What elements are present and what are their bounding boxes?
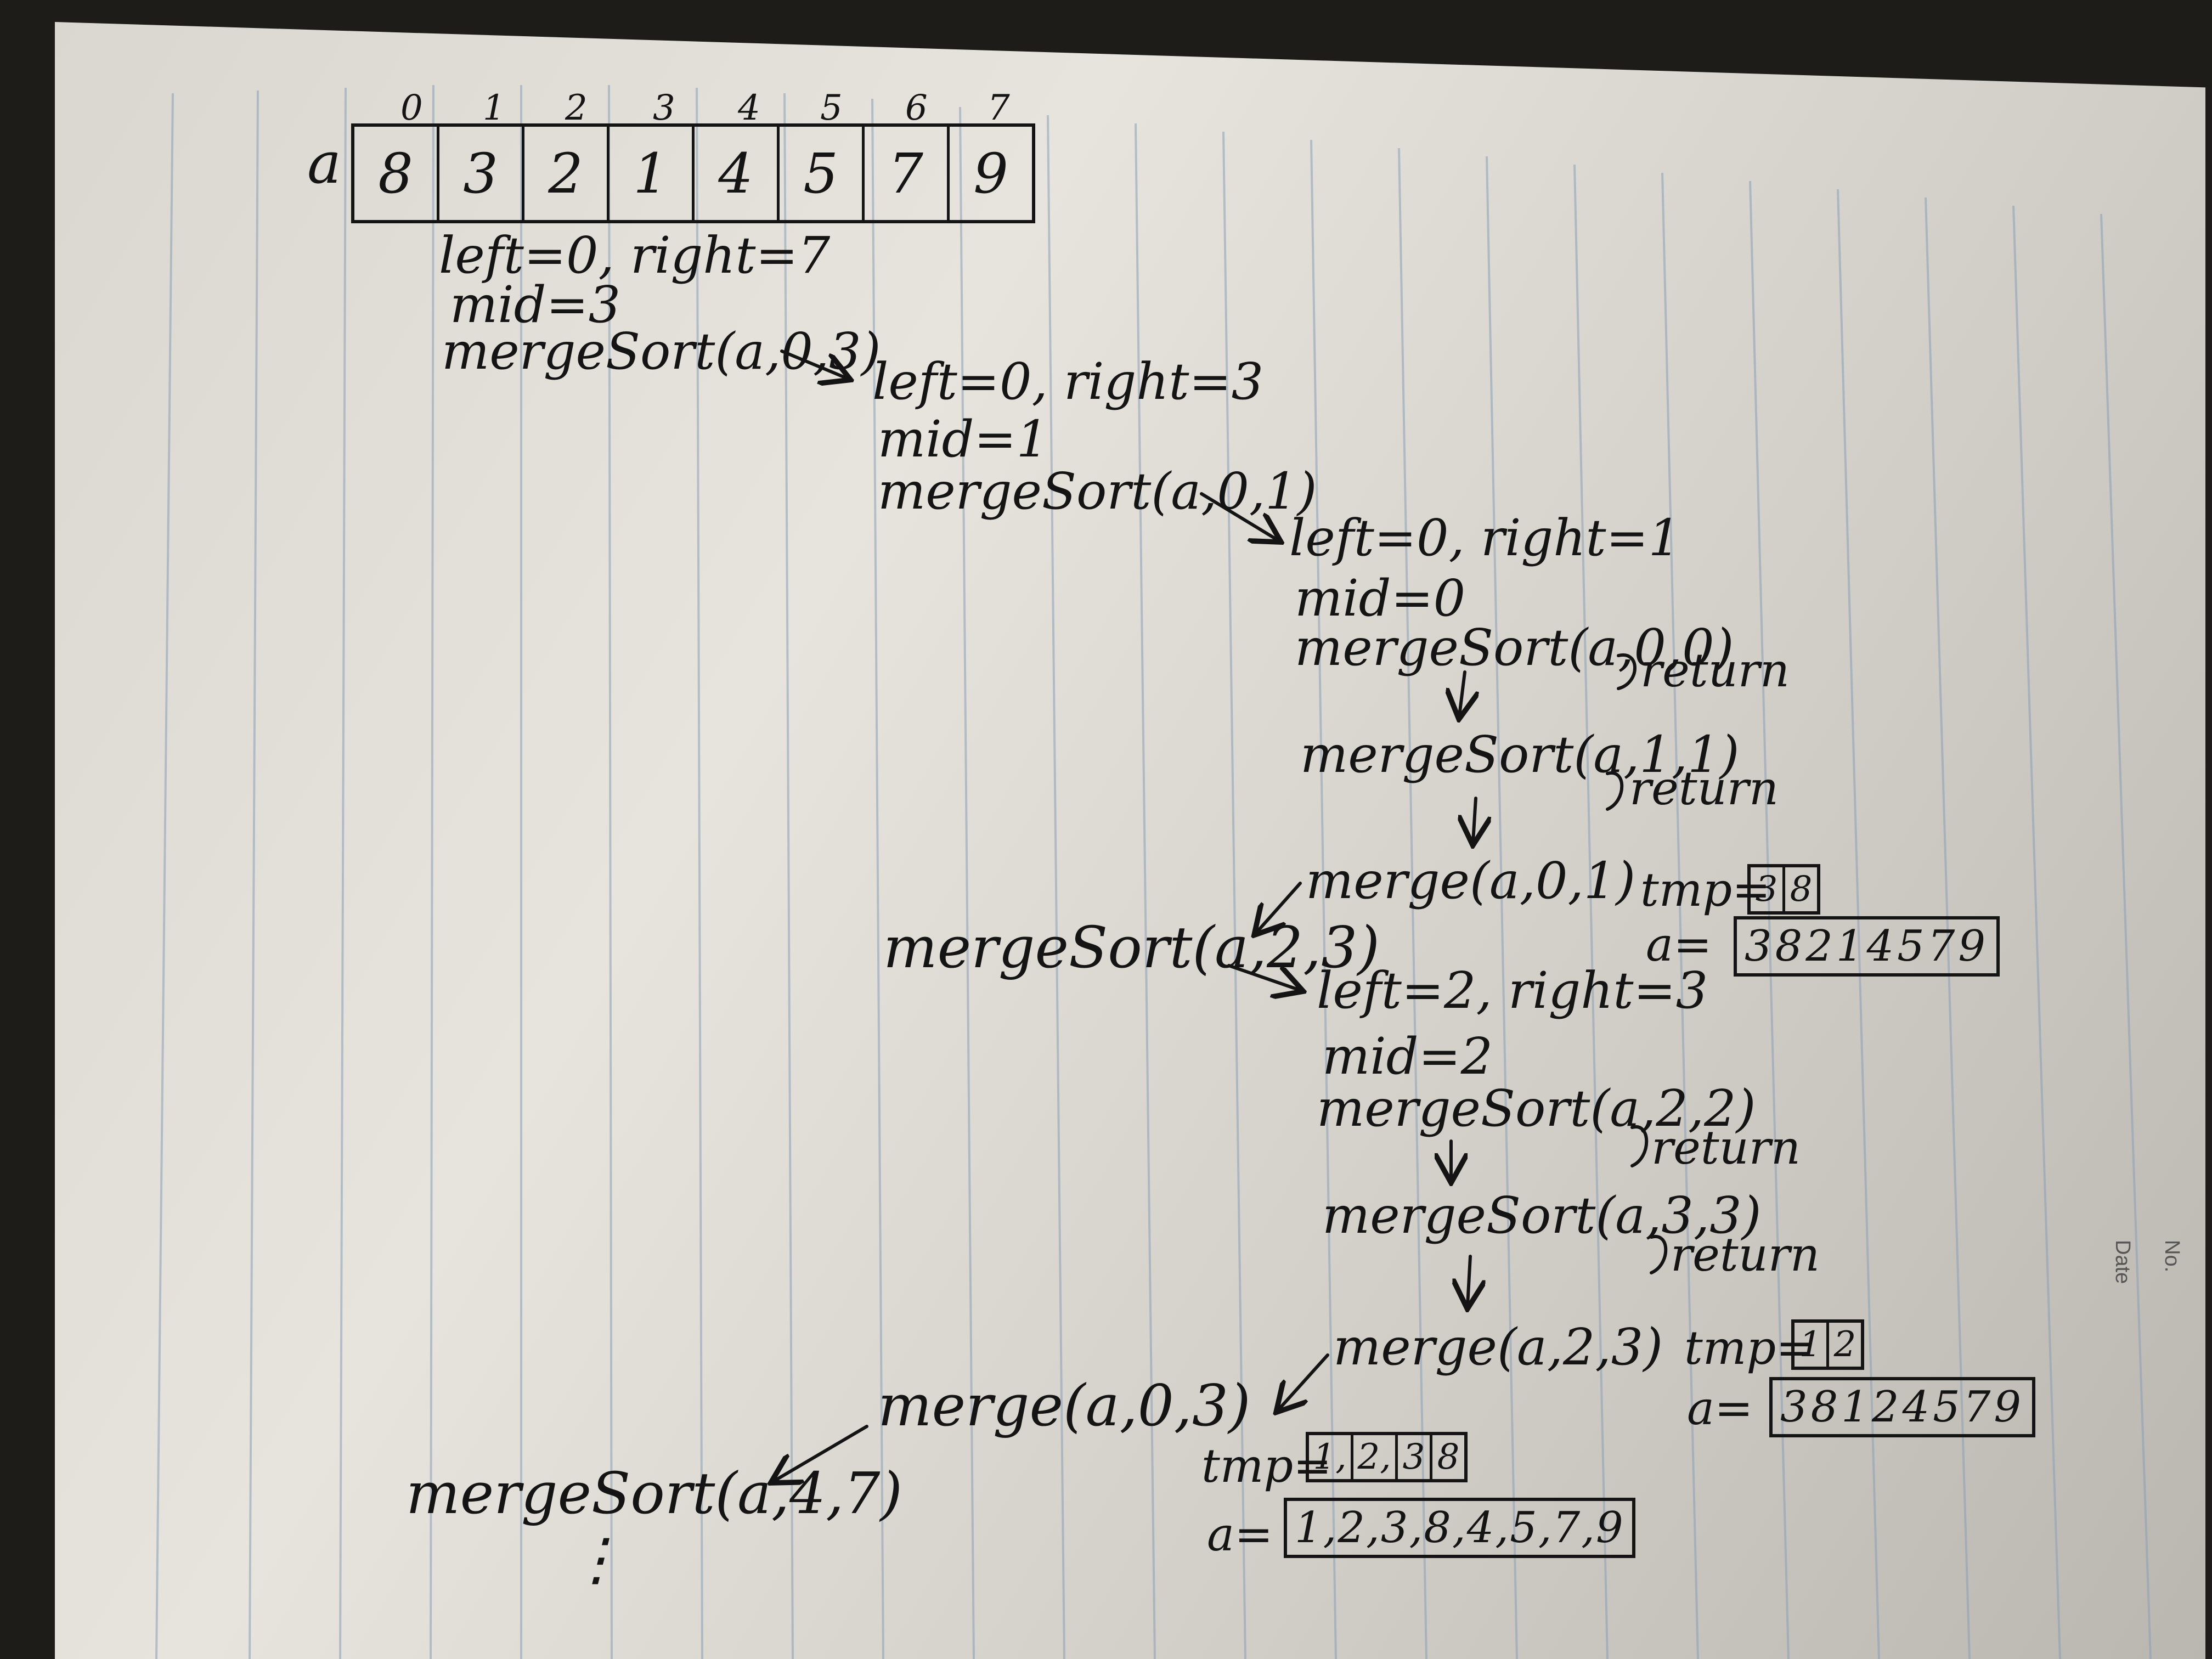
return-curve bbox=[1617, 653, 1637, 690]
index-label: 2 bbox=[565, 88, 588, 128]
level2-merge: merge(a,0,1) bbox=[1306, 851, 1636, 910]
tmp-cell: 1 bbox=[1795, 1323, 1829, 1367]
array-cell: 5 bbox=[780, 127, 865, 220]
return-curve bbox=[1630, 1125, 1649, 1167]
array-name: a bbox=[307, 129, 342, 196]
branch-call-second-half: mergeSort(a,4,7) bbox=[406, 1460, 902, 1527]
index-label: 0 bbox=[400, 88, 423, 128]
return-curve bbox=[1606, 771, 1624, 811]
index-label: 6 bbox=[905, 88, 928, 128]
tmp-cell: 2 bbox=[1833, 1324, 1857, 1365]
index-label: 4 bbox=[738, 88, 760, 128]
array-cell: 4 bbox=[695, 127, 780, 220]
array-cell: 3 bbox=[439, 127, 524, 220]
tmp-cell: 3 bbox=[1751, 867, 1785, 911]
down-arrow bbox=[1473, 797, 1476, 842]
back-arrow bbox=[1256, 882, 1302, 933]
level2-bounds: left=0, right=1 bbox=[1289, 509, 1681, 567]
index-label: 7 bbox=[988, 88, 1010, 128]
array-cell: 9 bbox=[973, 141, 1008, 206]
tmp-array: 1, 2, 3 8 bbox=[1306, 1432, 1468, 1482]
array-cell: 2 bbox=[524, 127, 610, 220]
down-arrow bbox=[1468, 1255, 1470, 1306]
array-cell: 1 bbox=[610, 127, 695, 220]
level2-call-left: mergeSort(a,0,0) bbox=[1295, 618, 1734, 677]
level0-bounds: left=0, right=7 bbox=[439, 226, 831, 285]
level3-call-right: mergeSort(a,3,3) bbox=[1322, 1186, 1762, 1245]
tmp-cell: 8 bbox=[1437, 1437, 1460, 1477]
level2-call-right: mergeSort(a,1,1) bbox=[1300, 725, 1740, 784]
level1-call: mergeSort(a,0,1) bbox=[878, 462, 1317, 521]
merge-full-left: merge(a,0,3) bbox=[878, 1372, 1251, 1439]
index-label: 1 bbox=[483, 88, 505, 128]
a-state: 1,2,3,8,4,5,7,9 bbox=[1284, 1498, 1635, 1558]
a-label: a= bbox=[1687, 1381, 1753, 1435]
a-label: a= bbox=[1646, 918, 1712, 972]
tmp-cell: 2, bbox=[1353, 1435, 1398, 1479]
array-cell: 8 bbox=[354, 127, 439, 220]
back-arrow bbox=[774, 1425, 868, 1481]
level0-mid: mid=3 bbox=[450, 275, 621, 334]
a-label: a= bbox=[1207, 1508, 1273, 1561]
index-label: 3 bbox=[653, 88, 675, 128]
return-label: return bbox=[1651, 1121, 1801, 1175]
array-a: 8 3 2 1 4 5 7 9 bbox=[351, 123, 1035, 223]
tmp-array: 3 8 bbox=[1747, 864, 1820, 915]
call-arrow bbox=[780, 349, 848, 379]
call-arrow bbox=[1200, 492, 1278, 540]
level1-mid: mid=1 bbox=[878, 410, 1049, 469]
a-state: 38214579 bbox=[1734, 916, 2000, 977]
call-arrow bbox=[1227, 964, 1300, 990]
return-label: return bbox=[1671, 1228, 1820, 1282]
tmp-cell: 1, bbox=[1309, 1435, 1353, 1479]
return-label: return bbox=[1640, 644, 1790, 697]
down-arrow bbox=[1459, 670, 1465, 716]
ruled-lines bbox=[155, 84, 2152, 1659]
back-arrow bbox=[1278, 1353, 1329, 1410]
level2-mid: mid=0 bbox=[1295, 569, 1466, 628]
level3-call-left: mergeSort(a,2,2) bbox=[1317, 1079, 1756, 1138]
return-curve bbox=[1650, 1234, 1668, 1274]
level1-bounds: left=0, right=3 bbox=[872, 352, 1264, 411]
tmp-cell: 8 bbox=[1790, 869, 1813, 910]
level3-bounds: left=2, right=3 bbox=[1317, 961, 1708, 1020]
array-cell: 7 bbox=[865, 127, 950, 220]
tmp-cell: 3 bbox=[1398, 1435, 1432, 1479]
ellipsis: ⋮ bbox=[568, 1526, 625, 1593]
notebook-paper: No. Date bbox=[55, 22, 2205, 1659]
level0-call: mergeSort(a,0,3) bbox=[442, 322, 881, 381]
return-label: return bbox=[1629, 761, 1779, 815]
tmp-array: 1 2 bbox=[1791, 1319, 1864, 1370]
index-label: 5 bbox=[820, 88, 843, 128]
level3-merge: merge(a,2,3) bbox=[1333, 1318, 1663, 1376]
a-state: 38124579 bbox=[1769, 1377, 2036, 1437]
level3-mid: mid=2 bbox=[1322, 1027, 1493, 1086]
